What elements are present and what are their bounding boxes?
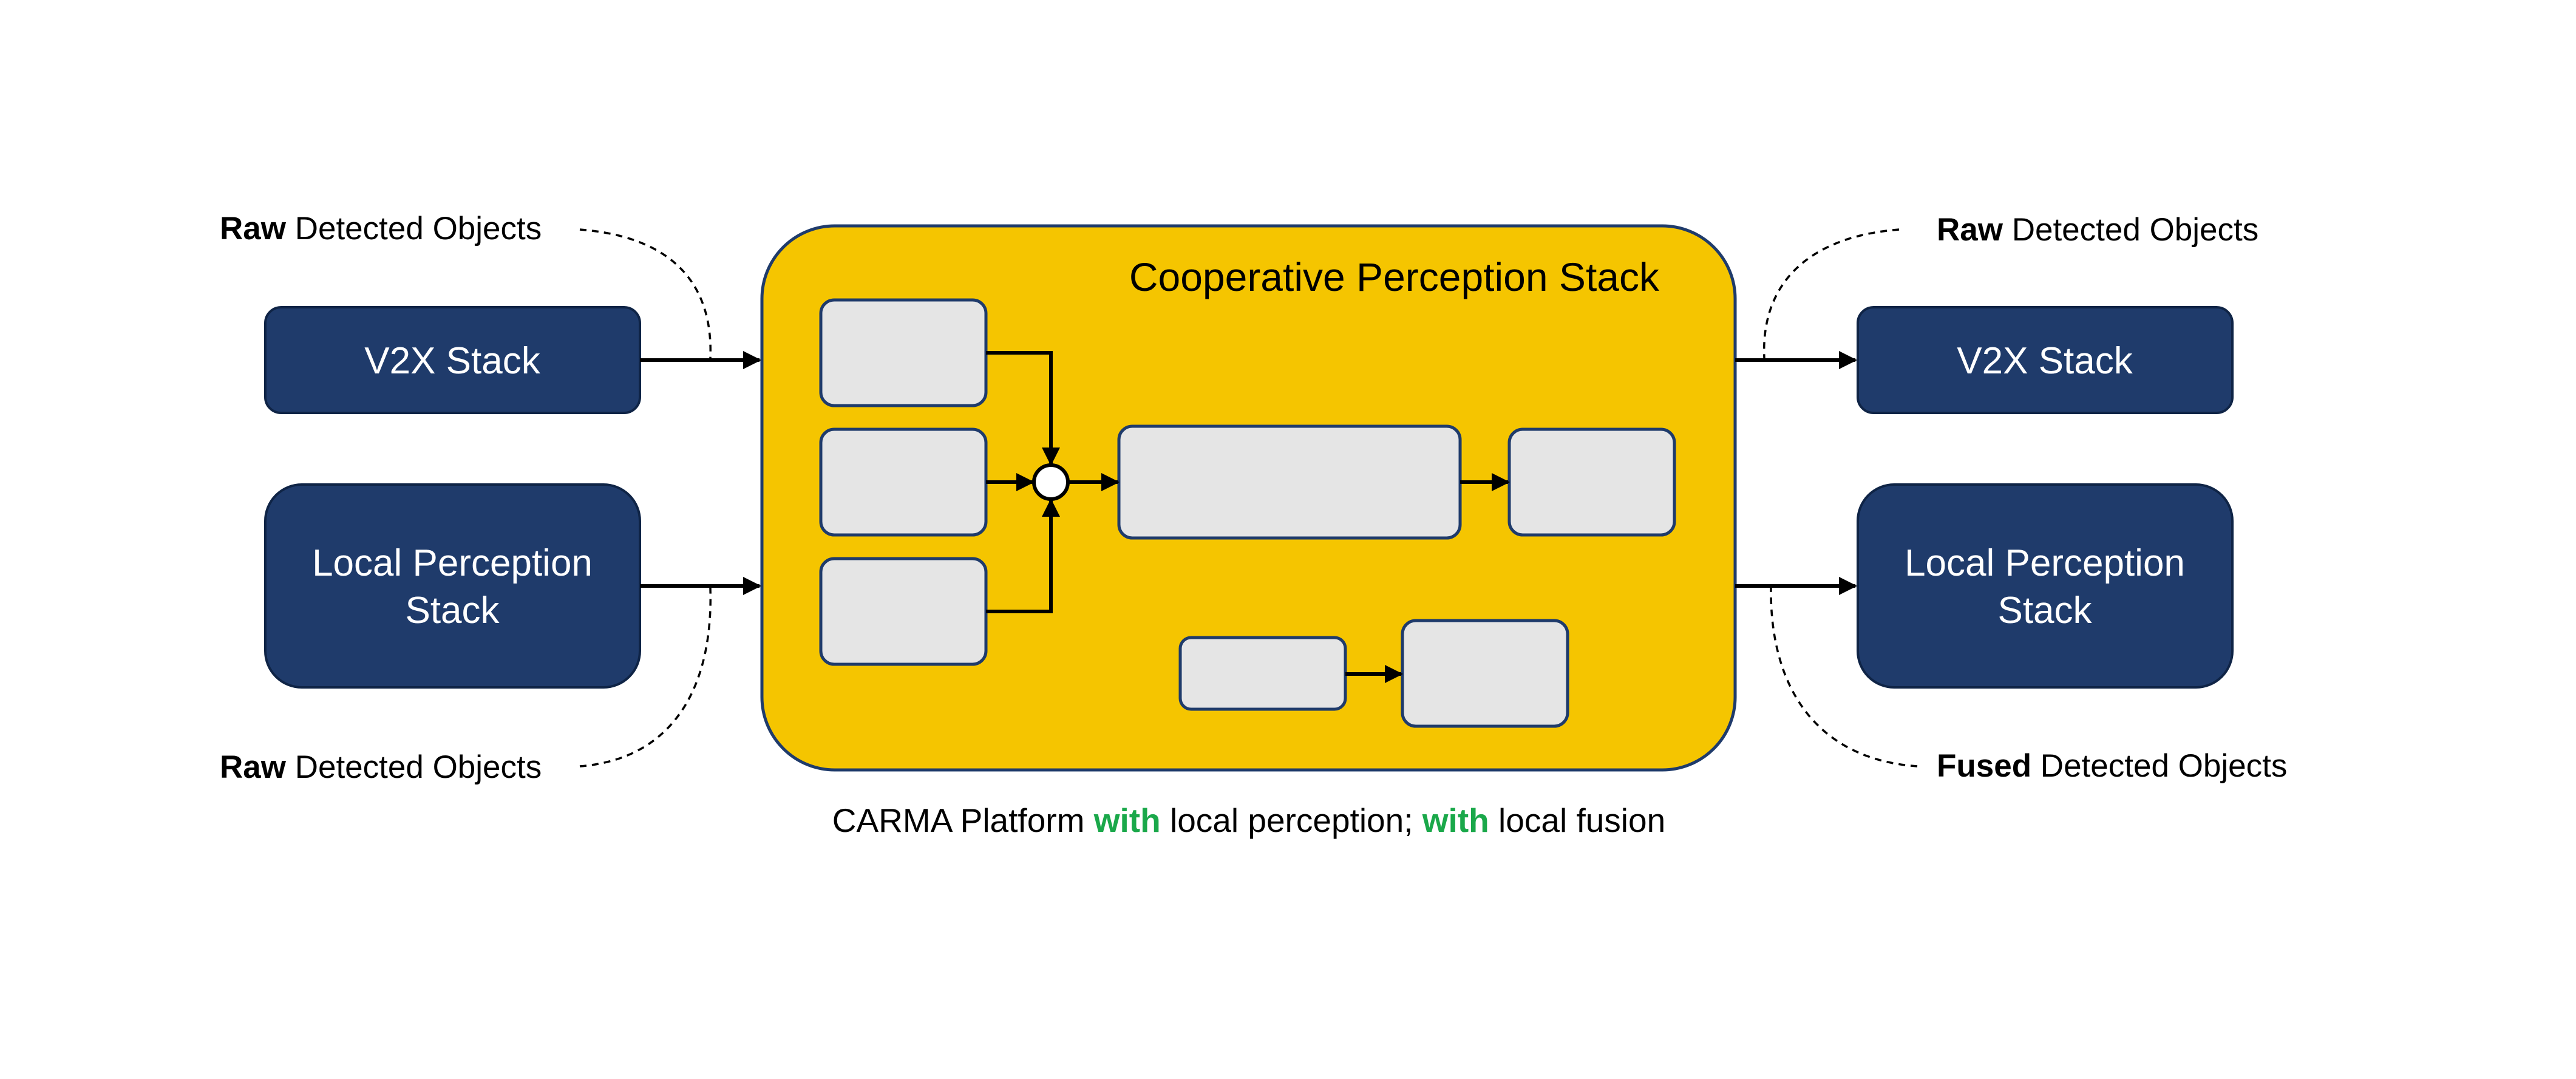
svg-text:Local Perception: Local Perception — [1905, 542, 2185, 584]
svg-text:V2X Stack: V2X Stack — [364, 340, 540, 382]
input-block-2 — [819, 427, 988, 537]
cooperative-perception-title: Cooperative Perception Stack — [1129, 254, 1660, 299]
input-block-1 — [819, 298, 988, 407]
input-block-3 — [819, 557, 988, 666]
left-v2x-stack: V2X Stack — [264, 306, 641, 414]
svg-text:Stack: Stack — [1997, 590, 2092, 631]
svg-text:Stack: Stack — [405, 590, 500, 631]
arrow-input3-to-merge — [986, 499, 1060, 613]
right-local-perception-stack: Local Perception Stack — [1857, 483, 2234, 689]
arrow-input1-to-merge — [986, 351, 1060, 466]
aux-block-2 — [1401, 619, 1569, 728]
callout-right-bottom — [1770, 587, 1918, 768]
output-block — [1507, 427, 1676, 537]
aux-block-1 — [1178, 636, 1347, 711]
fusion-block — [1117, 424, 1462, 540]
right-v2x-stack: V2X Stack — [1857, 306, 2234, 414]
callout-right-top — [1762, 228, 1900, 359]
diagram-caption: CARMA Platform with local perception; wi… — [832, 802, 1665, 839]
right-bottom-note: Fused Detected Objects — [1937, 748, 2287, 784]
merge-node — [1032, 463, 1070, 501]
callout-left-top — [579, 228, 712, 359]
callout-left-bottom — [579, 587, 712, 768]
left-local-perception-stack: Local Perception Stack — [264, 483, 641, 689]
svg-text:V2X Stack: V2X Stack — [1957, 340, 2133, 382]
left-top-note: Raw Detected Objects — [220, 211, 542, 247]
left-bottom-note: Raw Detected Objects — [220, 749, 542, 785]
svg-text:Local Perception: Local Perception — [312, 542, 593, 584]
right-top-note: Raw Detected Objects — [1937, 212, 2258, 248]
